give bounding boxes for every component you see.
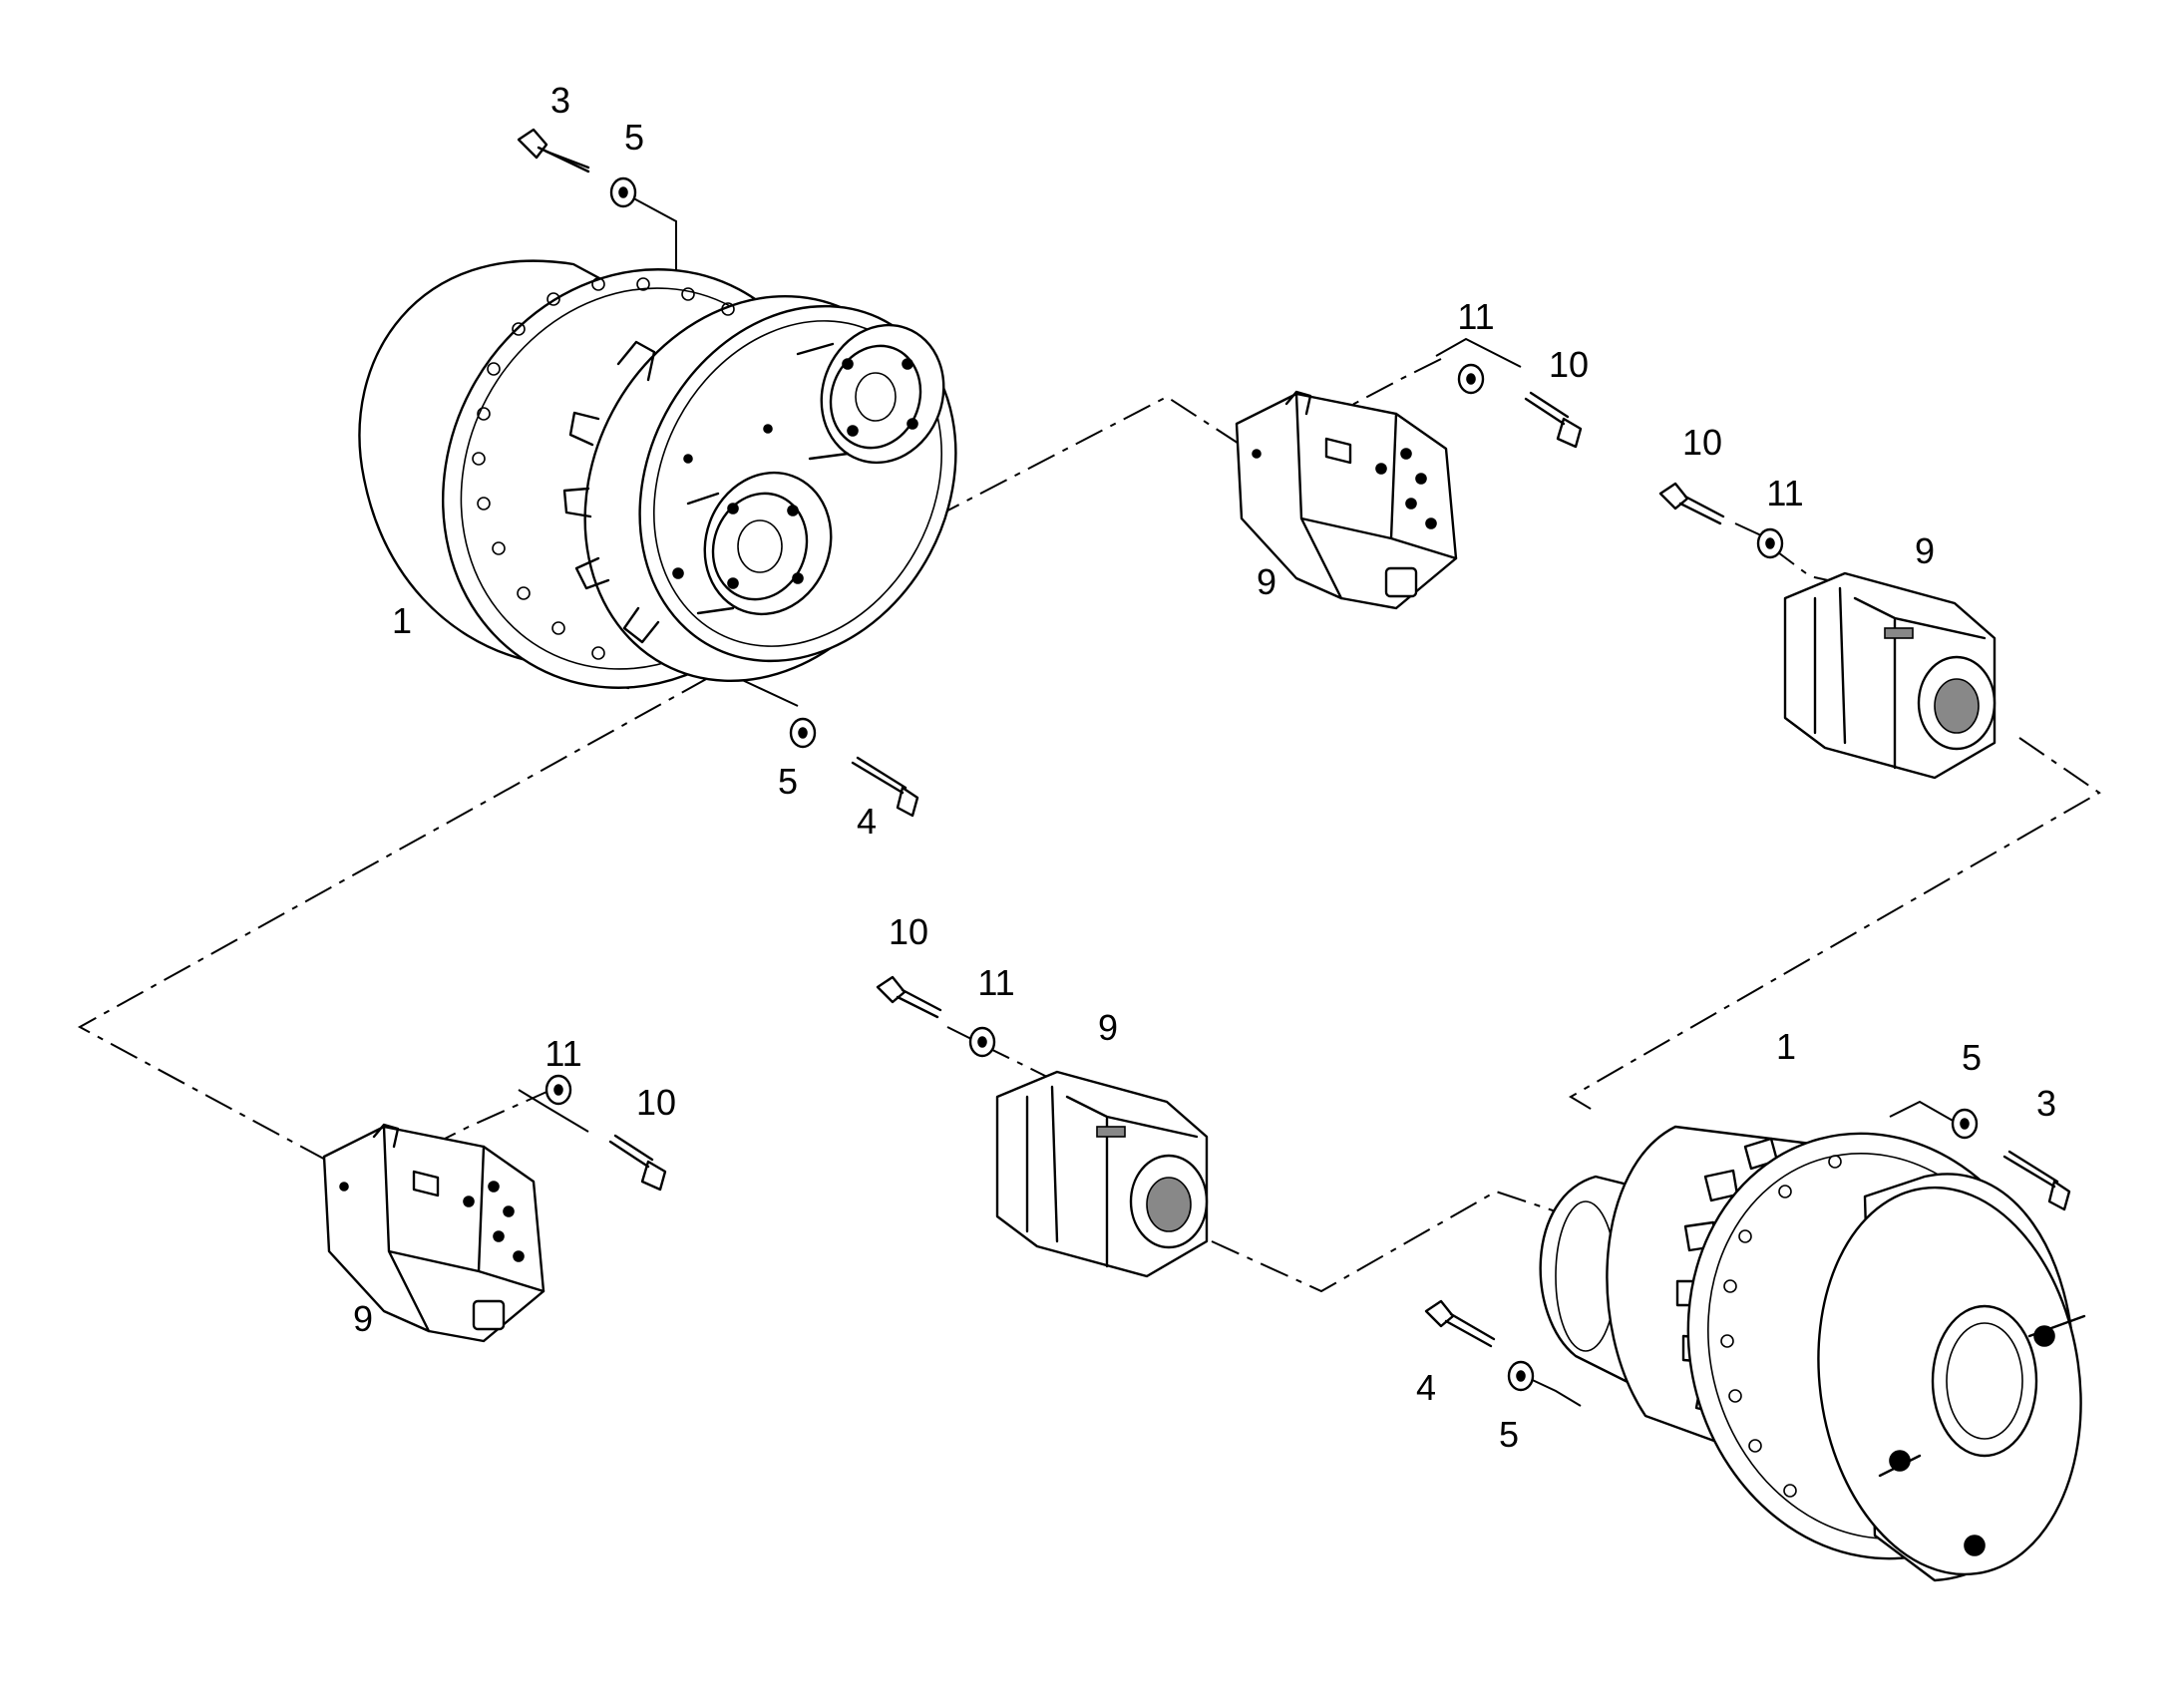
hydraulic-motor-top-center — [1235, 390, 1458, 610]
callout-3-top: 3 — [550, 80, 570, 121]
bolt-motor-a — [1524, 391, 1583, 449]
callout-10-motor-a: 10 — [1549, 344, 1589, 385]
hydraulic-motor-right — [1783, 571, 1997, 780]
bolt-motor-c — [1658, 482, 1725, 525]
hydraulic-motor-center-bottom — [995, 1070, 1209, 1278]
callout-labels: 1 3 5 5 4 11 10 9 10 11 9 10 11 9 11 10 … — [353, 80, 2056, 1455]
callout-10-motor-d: 10 — [889, 911, 928, 952]
callout-3-hub2-top: 3 — [2036, 1083, 2056, 1124]
hydraulic-motor-bottom-left — [322, 1123, 545, 1343]
callout-5-top: 5 — [624, 117, 644, 158]
bolt-motor-b — [608, 1134, 667, 1192]
dash-hub1-to-motor-a — [931, 395, 1248, 519]
dash-motor-d-to-hub2 — [1211, 1190, 1557, 1293]
callout-9-motor-d: 9 — [1098, 1007, 1118, 1048]
callout-5-hub-bottom: 5 — [778, 761, 798, 802]
bolt-hub2-left — [1424, 1299, 1496, 1348]
dash-hub1-to-motor-b — [77, 677, 709, 1163]
callout-11-motor-c: 11 — [1766, 473, 1803, 513]
callout-11-motor-d: 11 — [977, 962, 1014, 1003]
callout-1-hub-bottom: 1 — [1776, 1026, 1796, 1067]
final-drive-hub-top-left — [358, 259, 957, 690]
callout-4-hub-bottom: 4 — [857, 801, 877, 842]
washers — [545, 176, 1979, 1392]
bolt-hub2-top — [2002, 1150, 2071, 1211]
callout-11-motor-a: 11 — [1457, 296, 1494, 337]
callout-5-hub2-top: 5 — [1962, 1037, 1982, 1078]
callout-9-motor-b: 9 — [353, 1298, 373, 1339]
callout-11-motor-b: 11 — [545, 1033, 581, 1074]
callout-4-hub2-left: 4 — [1416, 1367, 1436, 1408]
final-drive-hub-bottom-right — [1539, 1125, 2086, 1582]
callout-5-hub2-left: 5 — [1499, 1414, 1519, 1455]
bolt-motor-d — [876, 975, 942, 1019]
dash-motor-c-to-hub2 — [1569, 737, 2101, 1113]
bolt-top-left — [517, 128, 590, 173]
callout-9-motor-a: 9 — [1257, 561, 1276, 602]
callout-1-hub-top: 1 — [392, 600, 412, 641]
bolt-hub1-bottom — [851, 756, 919, 818]
callout-10-motor-b: 10 — [636, 1082, 676, 1123]
callout-9-motor-c: 9 — [1915, 530, 1935, 571]
callout-10-motor-c: 10 — [1682, 422, 1722, 463]
